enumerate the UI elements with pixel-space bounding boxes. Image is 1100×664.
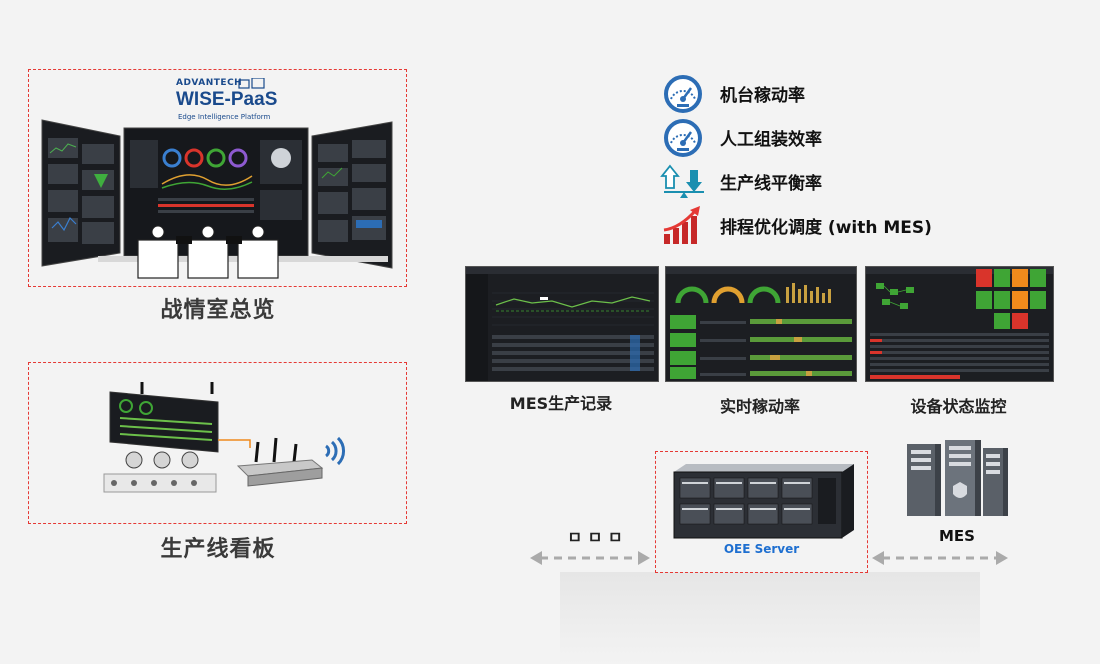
balance-arrows-icon: [660, 164, 704, 198]
war-room-frame: [28, 69, 407, 287]
oee-server-frame: [655, 451, 868, 573]
utilization-illustration: [666, 267, 856, 379]
equipment-status-illustration: [866, 267, 1053, 379]
mes-record-illustration: [466, 267, 658, 381]
kpi-label: 机台稼动率: [720, 85, 805, 106]
gauge-icon: [664, 75, 702, 113]
line-board-caption: 生产线看板: [160, 537, 276, 562]
product-tagline: Edge Intelligence Platform: [178, 113, 271, 121]
logo-squares-icon: [238, 78, 265, 89]
server-rack-icon: [673, 464, 854, 539]
left-double-arrow-icon: [530, 551, 650, 565]
line-board-frame: [28, 362, 407, 524]
product-name: WISE-PaaS: [176, 89, 278, 110]
floor-shadow: [560, 572, 980, 664]
war-room-caption: 战情室总览: [160, 298, 276, 323]
kpi-item-schedule-optimization: 排程优化调度 (with MES): [660, 204, 932, 246]
mes-server-icon: [907, 440, 1008, 516]
line-board-illustration: [103, 382, 345, 493]
kpi-label: 人工组装效率: [720, 129, 822, 150]
oee-server-label: OEE Server: [723, 542, 800, 556]
right-double-arrow-icon: [872, 551, 1008, 565]
left-arrow-label: ㅁ ㅁ ㅁ: [567, 528, 623, 547]
kpi-label: 排程优化调度 (with MES): [720, 217, 932, 238]
utilization-caption: 实时稼动率: [719, 397, 800, 416]
brand-name: ADVANTECH: [176, 78, 243, 88]
equipment-status-screen: [865, 266, 1054, 382]
kpi-label: 生产线平衡率: [720, 173, 822, 194]
utilization-screen: [665, 266, 857, 382]
equipment-status-caption: 设备状态监控: [910, 397, 1007, 416]
mes-record-caption: MES生产记录: [509, 394, 613, 413]
growth-chart-icon: [663, 206, 700, 244]
kpi-item-machine-utilization: 机台稼动率: [660, 73, 805, 113]
mes-label: MES: [939, 527, 975, 545]
video-wall-illustration: [41, 119, 393, 279]
kpi-item-assembly-efficiency: 人工组装效率: [660, 117, 822, 157]
gauge-icon: [664, 119, 702, 157]
kpi-item-line-balance: 生产线平衡率: [660, 162, 822, 200]
mes-record-screen: [465, 266, 659, 382]
advantech-logo: ADVANTECH WISE-PaaS Edge Intelligence Pl…: [172, 78, 292, 126]
